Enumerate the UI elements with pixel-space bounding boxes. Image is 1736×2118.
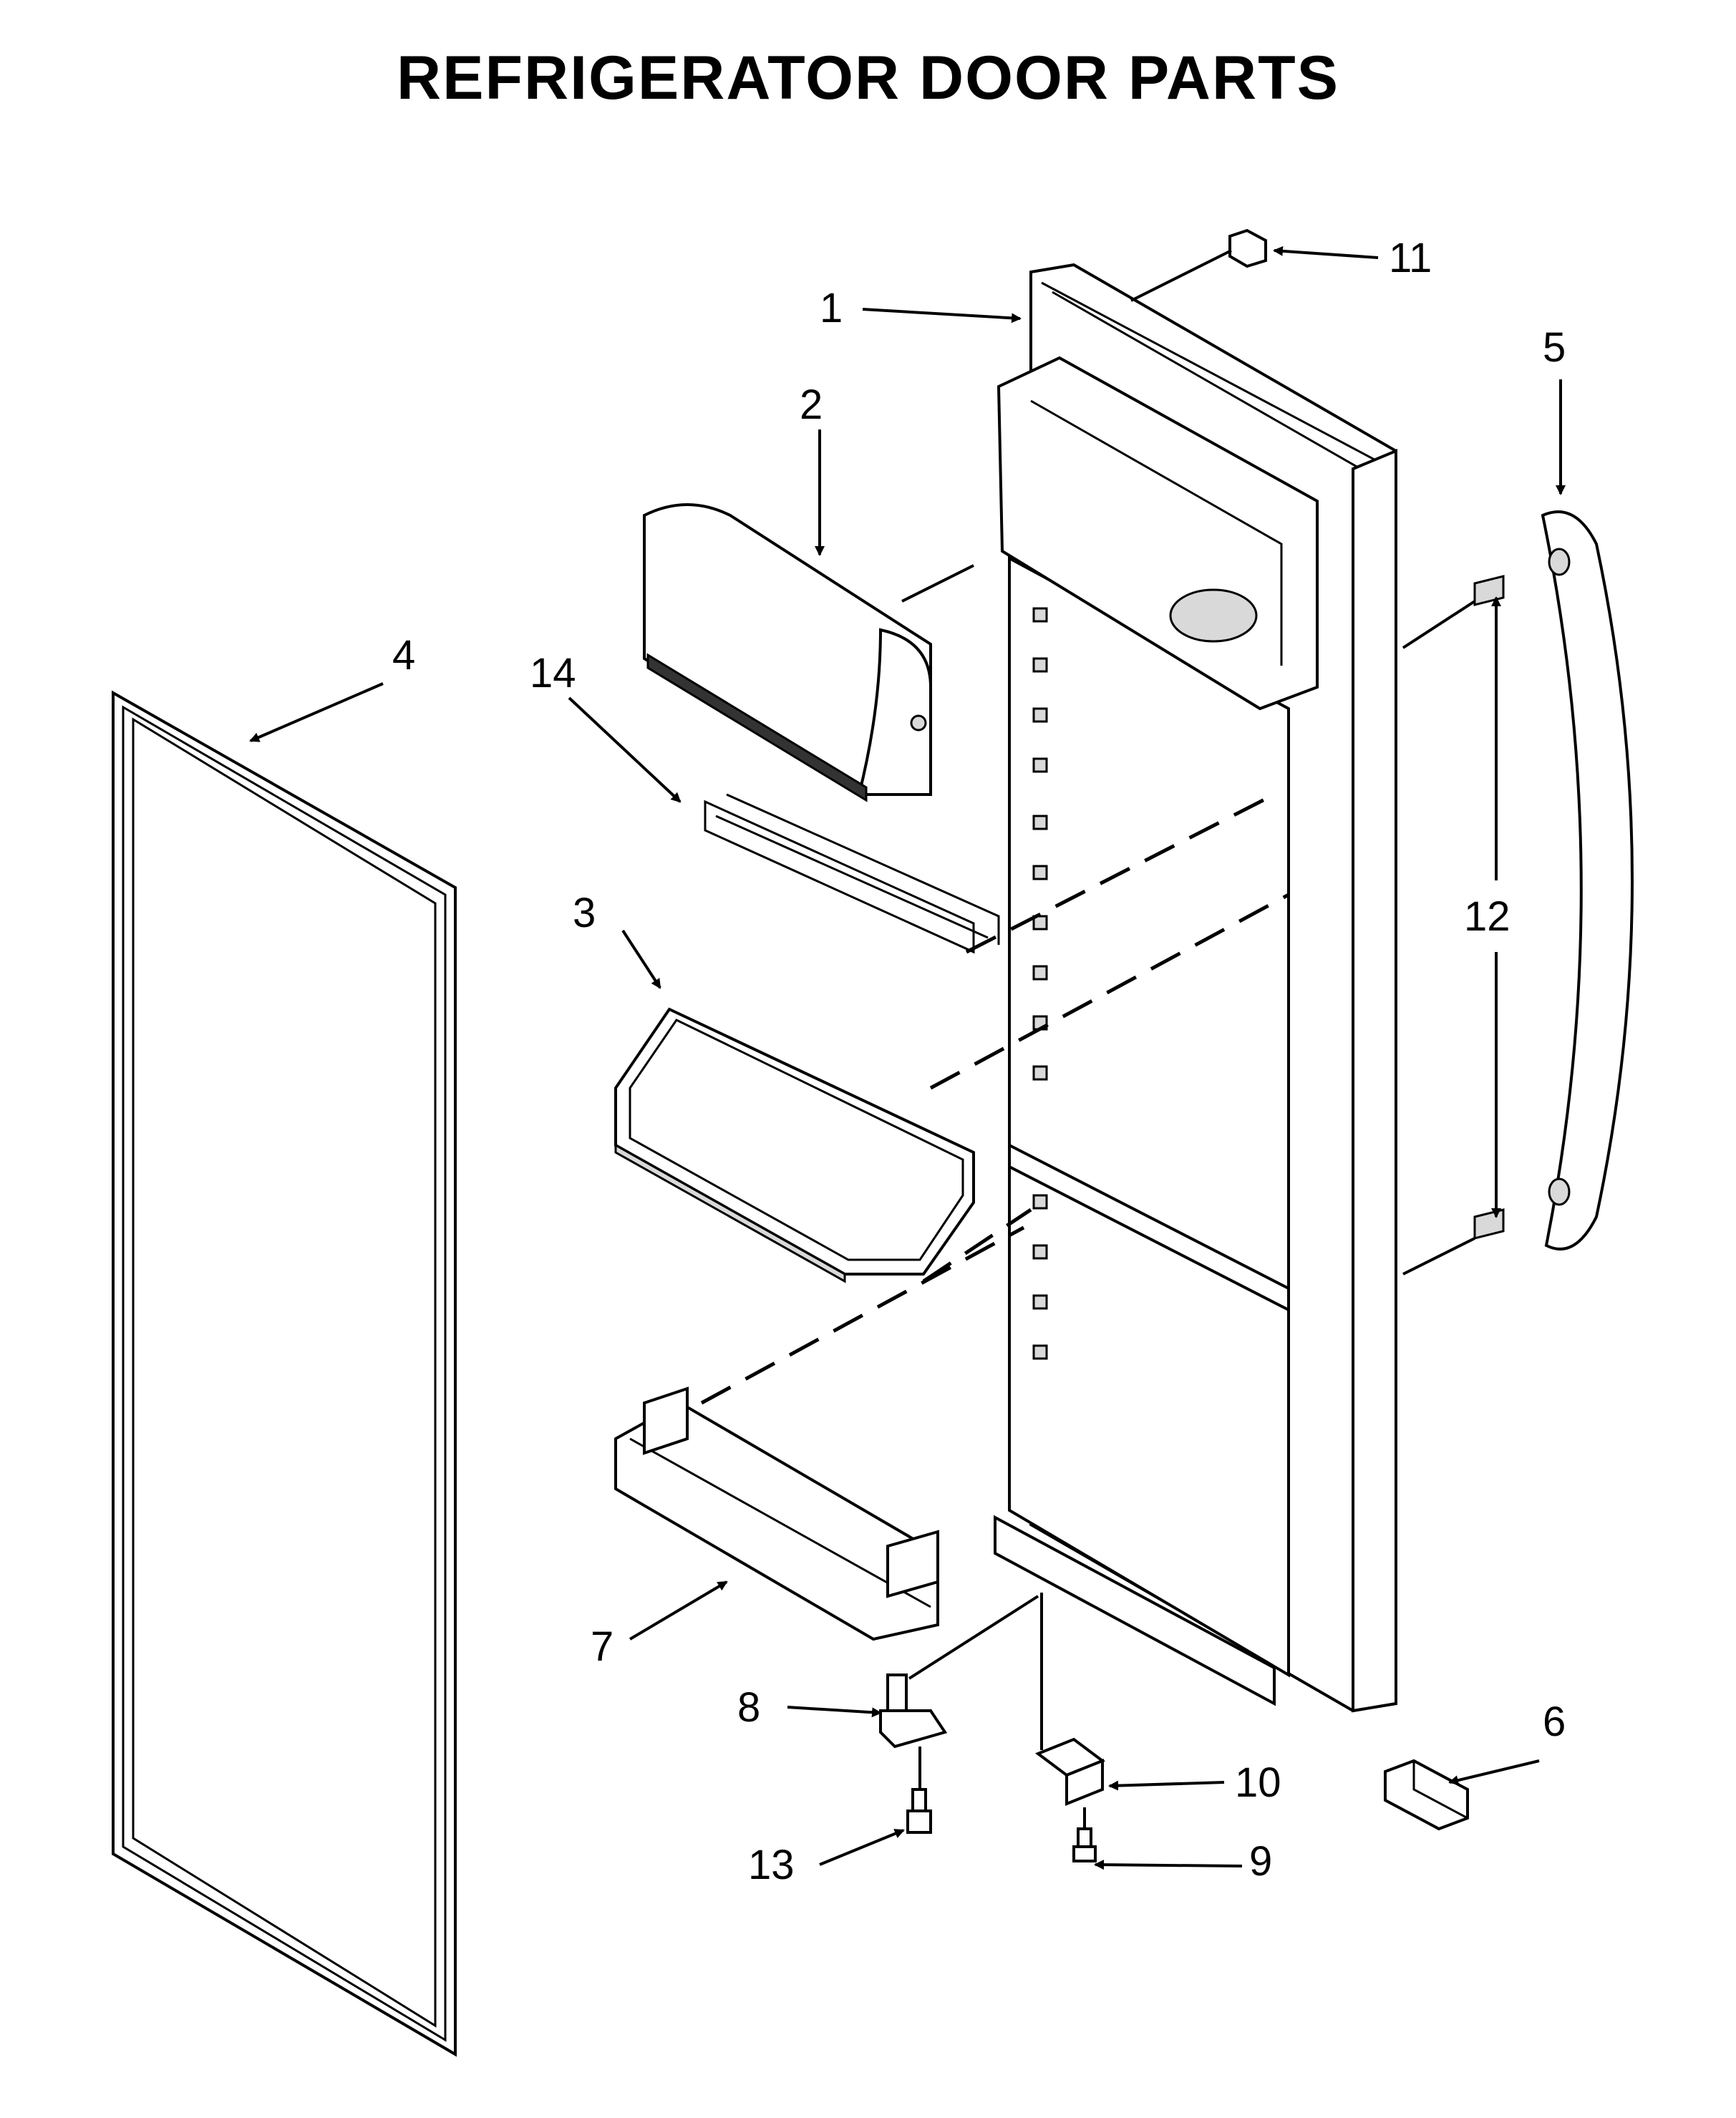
callout-labels: 1 2 3 4 5 6 7 8 9 10 11 12 13 14 xyxy=(392,235,1566,1888)
door-handle-part xyxy=(1541,510,1634,1250)
shelf-bar-part xyxy=(614,1386,939,1641)
callout-9: 9 xyxy=(1249,1838,1272,1885)
callout-7: 7 xyxy=(591,1623,614,1670)
callout-4: 4 xyxy=(392,632,415,679)
shelf-clip-row xyxy=(1032,607,1048,1360)
callout-13: 13 xyxy=(748,1842,795,1888)
hinge-pin-part xyxy=(879,1673,948,1749)
wire-shelf-part xyxy=(704,793,1000,954)
callout-leaders xyxy=(249,246,1566,1870)
callout-14: 14 xyxy=(530,650,576,696)
label-part xyxy=(1228,228,1267,268)
bracket-part xyxy=(1034,1737,1106,1806)
callout-11: 11 xyxy=(1389,235,1432,281)
door-gasket-part xyxy=(112,690,457,2057)
door-bin-part xyxy=(614,1007,975,1283)
callout-2: 2 xyxy=(800,382,823,428)
screw-part-9 xyxy=(1072,1827,1097,1862)
callout-3: 3 xyxy=(573,890,596,936)
door-liner-part xyxy=(994,263,1397,1713)
callout-1: 1 xyxy=(820,285,843,331)
hinge-cover-part xyxy=(1384,1759,1469,1831)
assembly-lines xyxy=(700,249,1476,1829)
callout-12: 12 xyxy=(1464,893,1510,940)
diagram-title: REFRIGERATOR DOOR PARTS xyxy=(397,44,1339,112)
dairy-door-part xyxy=(643,503,932,802)
callout-10: 10 xyxy=(1235,1759,1281,1806)
callout-6: 6 xyxy=(1543,1699,1566,1745)
callout-5: 5 xyxy=(1543,324,1566,371)
screw-part-13 xyxy=(906,1788,932,1834)
callout-8: 8 xyxy=(737,1684,760,1731)
